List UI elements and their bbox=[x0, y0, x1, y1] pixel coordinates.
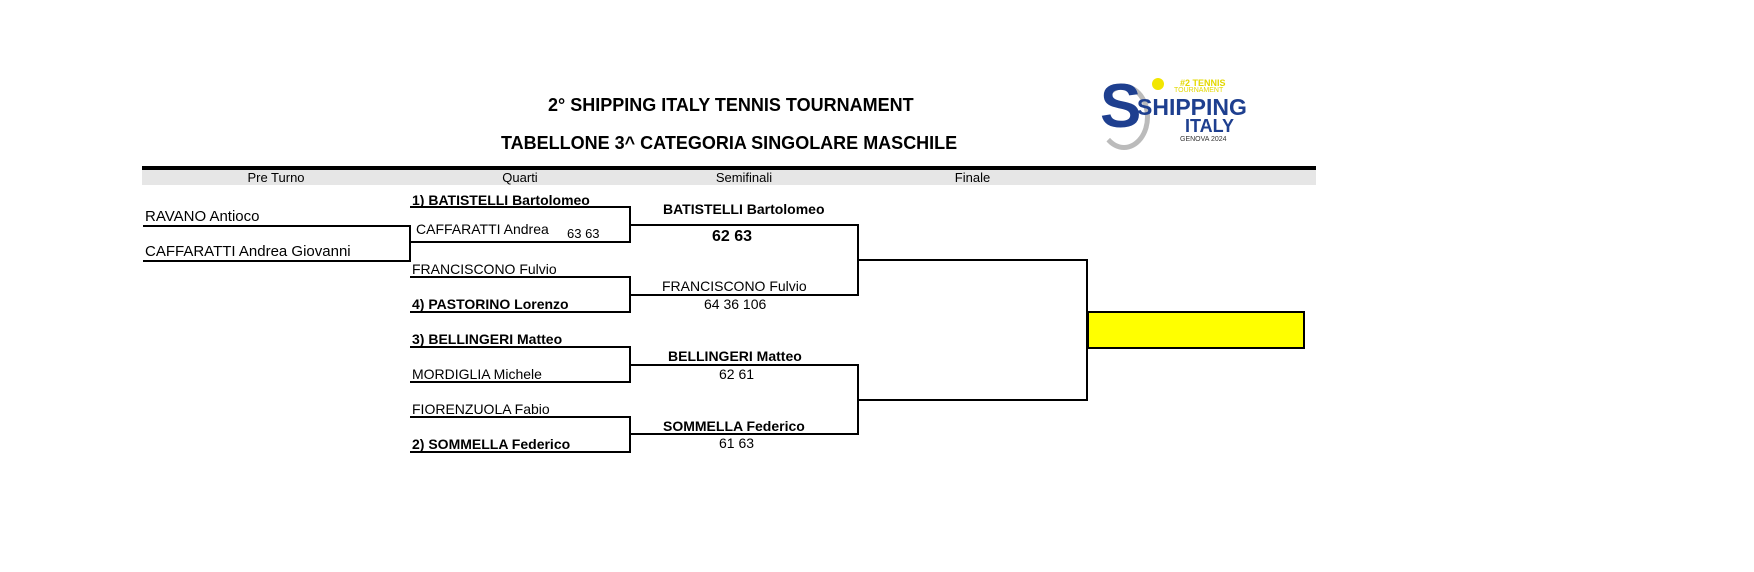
match-score: 63 63 bbox=[567, 226, 600, 241]
bracket-line bbox=[858, 259, 1088, 261]
player-name: CAFFARATTI Andrea Giovanni bbox=[145, 243, 351, 260]
bracket-line bbox=[410, 381, 631, 383]
winner-box bbox=[1087, 311, 1305, 349]
player-name: RAVANO Antioco bbox=[145, 208, 260, 225]
player-name: 1) BATISTELLI Bartolomeo bbox=[412, 192, 590, 208]
bracket-line bbox=[630, 294, 859, 296]
player-name: BELLINGERI Matteo bbox=[668, 348, 802, 364]
player-name: 4) PASTORINO Lorenzo bbox=[412, 296, 569, 312]
bracket-line bbox=[630, 364, 859, 366]
tournament-title: 2° SHIPPING ITALY TENNIS TOURNAMENT bbox=[548, 95, 914, 115]
round-pre-turno: Pre Turno bbox=[247, 170, 305, 185]
round-semifinali: Semifinali bbox=[715, 170, 773, 185]
bracket-line bbox=[409, 225, 411, 262]
match-score: 61 63 bbox=[719, 435, 755, 451]
player-name: FRANCISCONO Fulvio bbox=[412, 261, 557, 277]
player-name: FIORENZUOLA Fabio bbox=[412, 401, 550, 417]
player-name: MORDIGLIA Michele bbox=[412, 366, 542, 382]
player-name: 3) BELLINGERI Matteo bbox=[412, 331, 563, 347]
bracket-line bbox=[143, 225, 411, 227]
bracket-line bbox=[143, 260, 411, 262]
bracket-line bbox=[410, 276, 631, 278]
bracket-line bbox=[410, 241, 631, 243]
match-score: 64 36 106 bbox=[704, 296, 767, 312]
bracket-line bbox=[410, 346, 631, 348]
bracket-line bbox=[410, 451, 631, 453]
header-rule bbox=[142, 166, 1316, 170]
bracket-title: TABELLONE 3^ CATEGORIA SINGOLARE MASCHIL… bbox=[501, 133, 958, 153]
player-name: BATISTELLI Bartolomeo bbox=[663, 201, 825, 217]
match-score: 62 61 bbox=[719, 366, 755, 382]
rounds-header bbox=[142, 170, 1316, 185]
logo: S #2 TENNIS TOURNAMENT SHIPPING ITALY GE… bbox=[1090, 74, 1250, 150]
bracket-line bbox=[410, 416, 631, 418]
player-name: CAFFARATTI Andrea bbox=[416, 221, 549, 237]
bracket-line bbox=[858, 399, 1088, 401]
player-name: 2) SOMMELLA Federico bbox=[412, 436, 571, 452]
bracket-line bbox=[630, 433, 859, 435]
player-name: SOMMELLA Federico bbox=[663, 418, 805, 434]
bracket-line bbox=[630, 224, 859, 226]
match-score: 62 63 bbox=[712, 228, 753, 245]
round-finale: Finale bbox=[954, 170, 991, 185]
player-name: FRANCISCONO Fulvio bbox=[662, 278, 807, 294]
round-quarti: Quarti bbox=[502, 170, 538, 185]
bracket-line bbox=[410, 311, 631, 313]
bracket-line bbox=[410, 206, 631, 208]
